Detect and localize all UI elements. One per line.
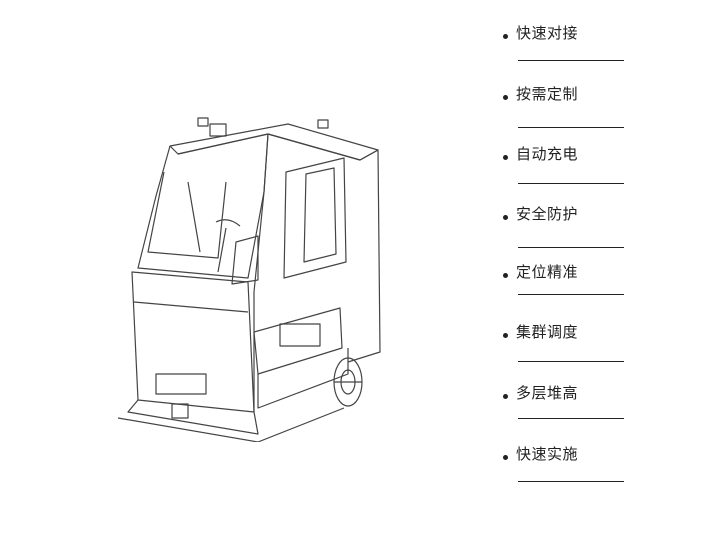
feature-item: 自动充电: [500, 143, 700, 203]
feature-item: 集群调度: [500, 321, 700, 381]
divider: [518, 481, 624, 482]
feature-label: 安全防护: [516, 205, 579, 223]
divider: [518, 361, 624, 362]
bullet-dot-icon: [503, 455, 508, 460]
vehicle-sketch-image: [117, 117, 381, 442]
feature-label: 按需定制: [516, 85, 579, 103]
bullet-dot-icon: [503, 95, 508, 100]
feature-item: 按需定制: [500, 83, 700, 143]
divider: [518, 294, 624, 295]
feature-label: 集群调度: [516, 323, 579, 341]
divider: [518, 418, 624, 419]
bullet-dot-icon: [503, 333, 508, 338]
divider: [518, 247, 624, 248]
divider: [518, 183, 624, 184]
feature-label: 自动充电: [516, 145, 579, 163]
feature-label: 快速实施: [516, 445, 579, 463]
feature-item: 多层堆高: [500, 382, 700, 442]
feature-label: 多层堆高: [516, 384, 579, 402]
bullet-dot-icon: [503, 394, 508, 399]
bullet-dot-icon: [503, 215, 508, 220]
feature-item: 定位精准: [500, 261, 700, 321]
divider: [518, 60, 624, 61]
bullet-dot-icon: [503, 34, 508, 39]
feature-item: 快速实施: [500, 443, 700, 503]
bullet-dot-icon: [503, 273, 508, 278]
feature-list: 快速对接 按需定制 自动充电 安全防护 定位精准 集群调度 多层堆高 快速实施: [500, 0, 722, 546]
feature-label: 快速对接: [516, 24, 579, 42]
divider: [518, 127, 624, 128]
bullet-dot-icon: [503, 155, 508, 160]
feature-item: 安全防护: [500, 203, 700, 263]
feature-label: 定位精准: [516, 263, 579, 281]
feature-item: 快速对接: [500, 22, 700, 82]
